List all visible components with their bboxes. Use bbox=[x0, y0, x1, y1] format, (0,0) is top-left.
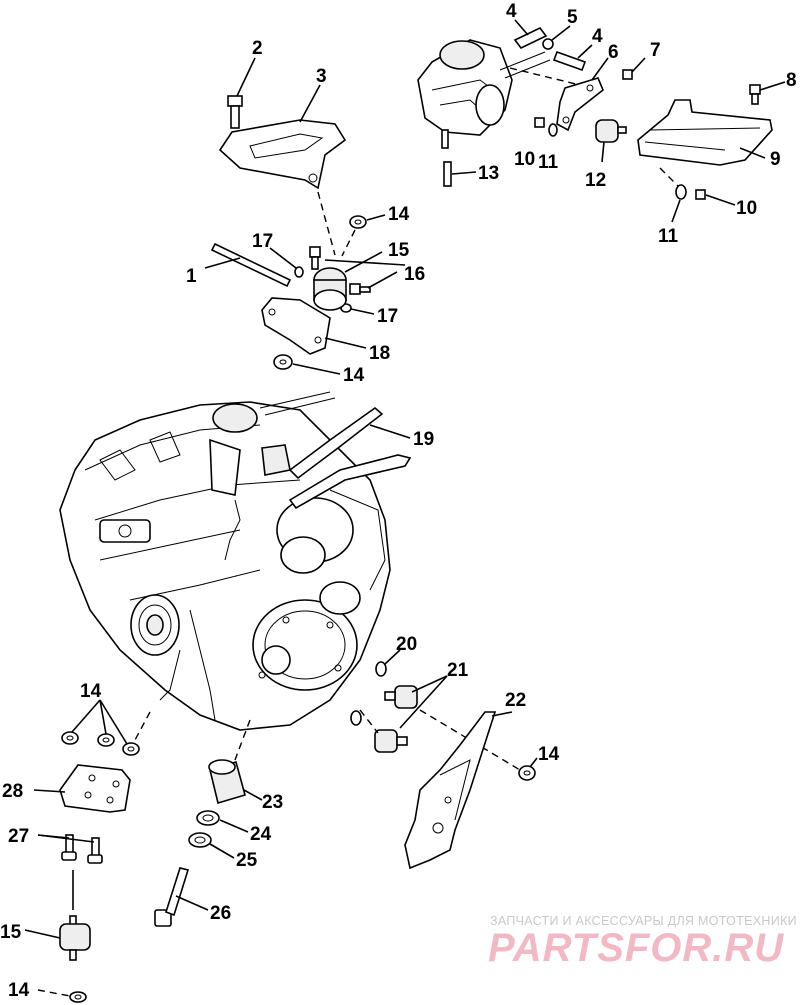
part-4-hose-right bbox=[552, 50, 587, 72]
part-14-nut-mid bbox=[273, 354, 293, 370]
callout-17-lower: 17 bbox=[377, 306, 398, 327]
part-20-washer bbox=[350, 661, 387, 726]
callout-10-right: 10 bbox=[736, 198, 757, 219]
callout-5: 5 bbox=[567, 7, 578, 28]
part-14-nut-bottom bbox=[69, 991, 87, 1003]
part-8-bolt bbox=[749, 84, 761, 105]
callout-22: 22 bbox=[505, 690, 526, 711]
part-27-bolt-left bbox=[61, 834, 77, 861]
part-15-rubber-mount-lower bbox=[59, 915, 91, 961]
callout-25: 25 bbox=[236, 850, 258, 871]
part-15-rubber-mount-upper bbox=[313, 267, 347, 311]
part-7-nut bbox=[622, 69, 633, 80]
callout-26: 26 bbox=[210, 903, 231, 924]
part-14-nut-left-c bbox=[122, 742, 140, 756]
part-23-spacer bbox=[208, 759, 246, 805]
watermark-brand: PARTSFOR.RU bbox=[488, 926, 785, 970]
callout-11-left: 11 bbox=[538, 152, 559, 173]
part-27-bolt-right bbox=[87, 837, 103, 864]
callout-20: 20 bbox=[396, 634, 417, 655]
callout-3: 3 bbox=[316, 66, 327, 87]
callout-9: 9 bbox=[770, 149, 781, 170]
part-4-hose-upper bbox=[513, 26, 548, 50]
callout-16: 16 bbox=[404, 264, 425, 285]
part-2-bolt bbox=[227, 95, 243, 129]
part-17-washer-upper bbox=[294, 266, 304, 278]
part-11-washer-left bbox=[548, 123, 558, 137]
callout-15-upper: 15 bbox=[388, 240, 410, 261]
part-16-bolt-upper bbox=[309, 246, 321, 270]
callout-6: 6 bbox=[608, 42, 619, 63]
callout-19: 19 bbox=[413, 429, 434, 450]
part-engine-assembly bbox=[59, 391, 391, 731]
part-14-nut-left-a bbox=[61, 731, 79, 745]
callout-27: 27 bbox=[8, 826, 29, 847]
callout-10-left: 10 bbox=[514, 149, 535, 170]
callout-13: 13 bbox=[478, 163, 499, 184]
part-14-nut-right bbox=[518, 765, 536, 781]
watermark-tagline: ЗАПЧАСТИ И АКСЕССУАРЫ ДЛЯ МОТОТЕХНИКИ bbox=[490, 914, 797, 928]
part-26-long-bolt bbox=[154, 867, 190, 927]
part-28-plate bbox=[59, 764, 131, 813]
part-24-washer bbox=[196, 810, 220, 826]
callout-14-right: 14 bbox=[538, 744, 560, 765]
part-10-nut-right bbox=[695, 189, 706, 200]
callout-14-top: 14 bbox=[388, 204, 410, 225]
part-5-clamp bbox=[542, 38, 554, 50]
part-22-right-bracket bbox=[404, 711, 497, 870]
callout-4-upper: 4 bbox=[506, 1, 517, 22]
callout-17-upper: 17 bbox=[252, 231, 273, 252]
part-16-bolt-lower bbox=[349, 283, 371, 295]
callout-21: 21 bbox=[447, 660, 469, 681]
callout-18: 18 bbox=[369, 343, 390, 364]
part-25-washer bbox=[188, 832, 212, 848]
callout-24: 24 bbox=[250, 824, 272, 845]
part-21-rubber-mount-lower bbox=[374, 729, 408, 753]
part-1-long-bolt bbox=[210, 242, 292, 288]
callout-4-right: 4 bbox=[592, 26, 603, 47]
callout-2: 2 bbox=[252, 38, 263, 59]
part-carburetor bbox=[417, 39, 551, 149]
callout-14-left: 14 bbox=[80, 681, 102, 702]
part-13-stud bbox=[443, 161, 452, 187]
callout-11-right: 11 bbox=[658, 226, 679, 247]
part-11-washer-right bbox=[675, 184, 687, 200]
part-12-rubber-mount bbox=[595, 119, 627, 143]
part-3-upper-bracket bbox=[218, 119, 347, 190]
callout-8: 8 bbox=[786, 70, 797, 91]
part-10-nut-left bbox=[534, 117, 545, 128]
part-9-bracket bbox=[637, 99, 773, 166]
callout-7: 7 bbox=[650, 40, 661, 61]
callout-12: 12 bbox=[585, 170, 606, 191]
part-18-bracket bbox=[261, 297, 331, 355]
callout-23: 23 bbox=[262, 792, 283, 813]
callout-14-mid: 14 bbox=[343, 365, 365, 386]
callout-1: 1 bbox=[186, 266, 197, 287]
part-14-nut-top bbox=[349, 215, 367, 229]
part-6-plate bbox=[556, 77, 604, 132]
part-19-breather-tube bbox=[288, 406, 412, 510]
callout-28: 28 bbox=[2, 781, 23, 802]
part-21-rubber-mount-upper bbox=[384, 685, 418, 709]
part-14-nut-left-b bbox=[97, 733, 115, 747]
callout-15-lower: 15 bbox=[0, 922, 22, 943]
callout-14-bottom: 14 bbox=[8, 980, 30, 1001]
